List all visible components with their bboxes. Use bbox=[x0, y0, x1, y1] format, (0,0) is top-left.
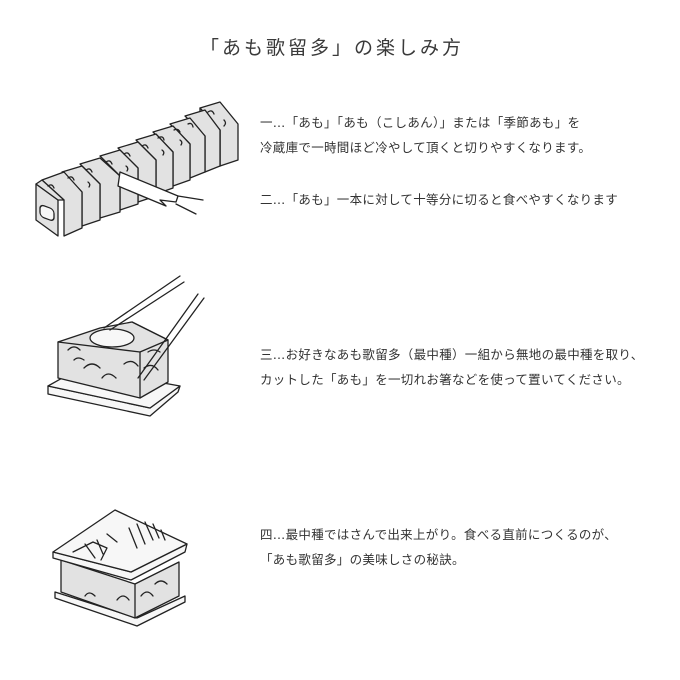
step-4-line-2: 「あも歌留多」の美味しさの秘訣。 bbox=[260, 552, 465, 567]
sliced-amo-loaf-illustration bbox=[28, 100, 248, 240]
step-4-text: 四…最中種ではさんで出来上がり。食べる直前につくるのが、 「あも歌留多」の美味し… bbox=[260, 522, 617, 572]
step-3-line-2: カットした「あも」を一切れお箸などを使って置いてください。 bbox=[260, 372, 630, 387]
step-2-text: 二…「あも」一本に対して十等分に切ると食べやすくなります bbox=[260, 187, 618, 212]
step-1-line-1: 一…「あも」「あも（こしあん）」または「季節あも」を bbox=[260, 115, 581, 130]
page-title: 「あも歌留多」の楽しみ方 bbox=[200, 37, 465, 59]
step-1-text: 一…「あも」「あも（こしあん）」または「季節あも」を 冷蔵庫で一時間ほど冷やして… bbox=[260, 110, 591, 160]
step-3-text: 三…お好きなあも歌留多（最中種）一組から無地の最中種を取り、 カットした「あも」… bbox=[260, 342, 644, 392]
finished-monaka-illustration bbox=[45, 500, 205, 630]
step-4-line-1: 四…最中種ではさんで出来上がり。食べる直前につくるのが、 bbox=[260, 527, 618, 542]
step-2-line-1: 二…「あも」一本に対して十等分に切ると食べやすくなります bbox=[260, 192, 619, 207]
step-3-line-1: 三…お好きなあも歌留多（最中種）一組から無地の最中種を取り、 bbox=[260, 347, 644, 362]
step-1-line-2: 冷蔵庫で一時間ほど冷やして頂くと切りやすくなります。 bbox=[260, 140, 592, 155]
chopsticks-placing-slice-illustration bbox=[40, 268, 210, 438]
